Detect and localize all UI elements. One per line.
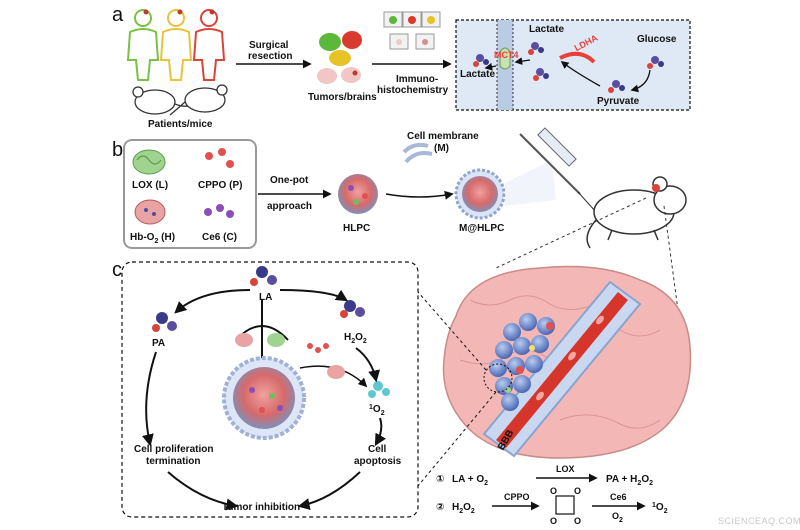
panel-label-b: b	[112, 139, 123, 161]
tumor-inhibition-label: Tumor inhibition	[222, 502, 300, 513]
zoom-line	[417, 291, 487, 371]
mouse-icon	[586, 176, 687, 249]
ldha-arc	[559, 51, 596, 64]
patients-group	[126, 9, 226, 81]
arrow	[355, 347, 380, 383]
svg-text:O: O	[550, 486, 557, 496]
patients-mice-label: Patients/mice	[148, 119, 213, 130]
immuno-label: Immuno-	[396, 74, 438, 85]
zoom-line	[663, 205, 683, 341]
svg-text:②: ②	[436, 502, 444, 513]
syringe-icon	[519, 127, 597, 213]
reaction-1: ① LA + O2 LOX PA + H2O2	[436, 464, 653, 487]
zoom-circle	[483, 363, 513, 393]
arrow	[174, 289, 251, 314]
hlpc-label: HLPC	[343, 223, 370, 234]
panel-label-a: a	[112, 4, 124, 26]
nanoparticle-icon	[222, 356, 306, 440]
tumor-cell-cluster	[489, 313, 555, 411]
person-icon	[126, 9, 160, 81]
molecule-icon	[152, 266, 390, 398]
panel-label-c: c	[112, 259, 122, 281]
hb-label: Hb-O2 (H)	[130, 232, 175, 245]
molecule-icon	[473, 42, 664, 93]
ce6-label: Ce6 (C)	[202, 232, 237, 243]
molecule-icon	[235, 333, 345, 379]
nanoparticle-icon	[338, 174, 378, 214]
histochem-label: histochemistry	[377, 85, 449, 96]
svg-text:O: O	[550, 516, 557, 526]
nanoparticle-icon	[454, 168, 506, 220]
svg-text:H2O2: H2O2	[452, 502, 475, 515]
svg-text:Ce6: Ce6	[610, 492, 627, 502]
svg-text:①: ①	[436, 474, 444, 485]
arrow	[167, 471, 239, 511]
arrow	[279, 289, 349, 302]
cell-label: Cell	[368, 444, 387, 455]
one-pot-label: One-pot	[270, 175, 309, 186]
glucose-label: Glucose	[637, 34, 677, 45]
tumor-icon	[317, 31, 362, 84]
person-icon	[159, 9, 193, 81]
mhlpc-label: M@HLPC	[459, 223, 504, 234]
svg-text:LOX: LOX	[556, 464, 575, 474]
apoptosis-label: apoptosis	[354, 456, 402, 467]
svg-text:CPPO: CPPO	[504, 492, 530, 502]
tumor-icon	[652, 184, 660, 192]
mechanism-box	[121, 261, 419, 518]
arrow	[385, 190, 454, 200]
mouse-icon	[132, 84, 228, 116]
arrow	[560, 61, 601, 87]
arrow	[297, 471, 361, 510]
cell-proliferation-label: Cell proliferation	[134, 444, 213, 455]
pa-label: PA	[152, 338, 165, 349]
svg-text:O: O	[574, 486, 581, 496]
svg-text:O: O	[574, 516, 581, 526]
lox-label: LOX (L)	[132, 180, 168, 191]
approach-label: approach	[267, 201, 312, 212]
arrow	[374, 417, 386, 447]
resection-label: resection	[248, 51, 292, 62]
tumors-brains-label: Tumors/brains	[308, 92, 377, 103]
arrow	[142, 351, 157, 447]
lactate-label: Lactate	[460, 69, 495, 80]
membrane-icon	[402, 142, 433, 164]
mct4-label: MCT4	[494, 50, 519, 60]
molecule-icon	[132, 148, 234, 225]
magnify-cone	[505, 160, 556, 206]
termination-label: termination	[146, 456, 200, 467]
surgical-label: Surgical	[249, 40, 289, 51]
cppo-label: CPPO (P)	[198, 180, 242, 191]
reaction-2: ② H2O2 CPPO O O O O Ce6 O2 1O2	[436, 486, 668, 526]
arrow	[514, 57, 531, 65]
svg-text:LA + O2: LA + O2	[452, 474, 488, 487]
watermark: SCIENCEAQ.COM	[718, 516, 800, 526]
svg-text:1O2: 1O2	[652, 502, 668, 515]
h2o2-label: H2O2	[344, 332, 367, 345]
zoom-line	[417, 391, 497, 487]
person-icon	[192, 9, 226, 81]
svg-text:O2: O2	[612, 511, 623, 524]
cell-membrane-label: Cell membrane	[407, 131, 479, 142]
svg-text:PA + H2O2: PA + H2O2	[606, 474, 653, 487]
pyruvate-label: Pyruvate	[597, 96, 640, 107]
blood-vessel-icon	[482, 280, 642, 458]
la-label: LA	[259, 292, 272, 303]
arrow	[484, 62, 497, 71]
membrane-m-label: (M)	[434, 143, 449, 154]
arrow	[630, 69, 651, 93]
lactate-label: Lactate	[529, 24, 564, 35]
singlet-oxygen-label: 1O2	[369, 404, 385, 417]
